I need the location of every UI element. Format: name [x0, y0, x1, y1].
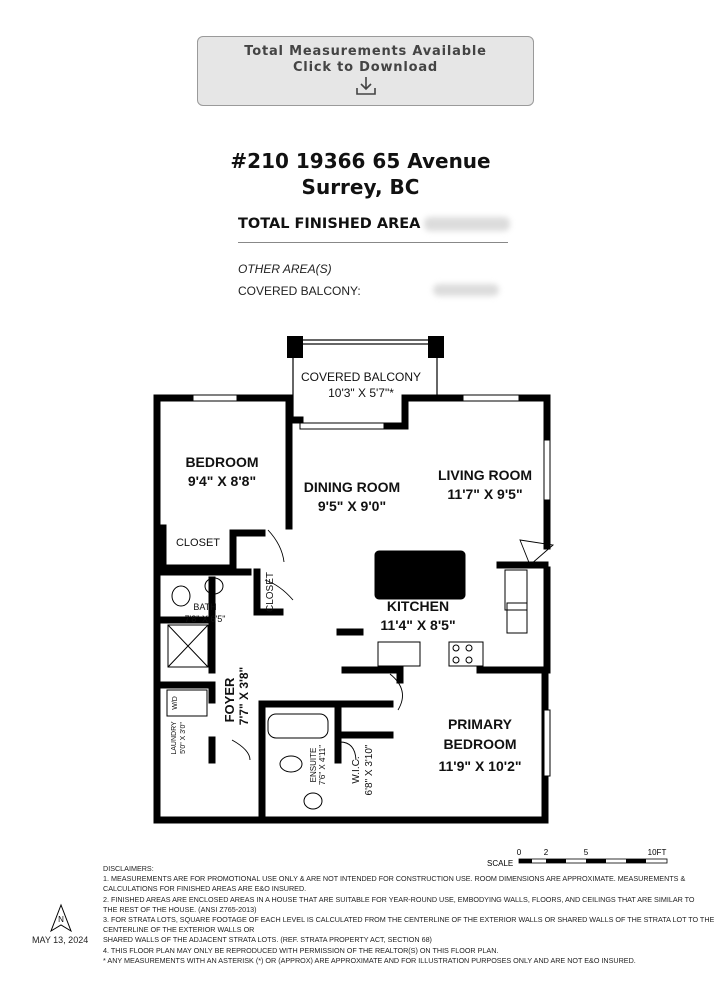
scale-tick-0: 0 — [517, 848, 522, 857]
laundry-dims: 5'0" X 3'0" — [180, 722, 187, 754]
disclaimer-line: CALCULATIONS FOR FINISHED AREAS ARE E&O … — [103, 884, 307, 894]
primary-bedroom-name-2: BEDROOM — [443, 736, 516, 752]
disclaimer-line: 3. FOR STRATA LOTS, SQUARE FOOTAGE OF EA… — [103, 915, 715, 925]
floor-plan: COVERED BALCONY 10'3" X 5'7"* BEDROOM 9'… — [153, 336, 555, 824]
covered-balcony-area-label: COVERED BALCONY: — [238, 284, 361, 298]
download-button[interactable]: Total Measurements Available Click to Do… — [197, 36, 534, 106]
wic-name: W.I.C. — [351, 756, 362, 783]
ensuite-name: ENSUITE — [309, 748, 318, 783]
closet-hall-name: CLOSET — [265, 572, 276, 612]
covered-balcony-dims: 10'3" X 5'7"* — [328, 386, 394, 400]
bedroom-dims: 9'4" X 8'8" — [188, 473, 256, 489]
disclaimer-line: THE REST OF THE HOUSE. (ANSI Z765-2013) — [103, 904, 257, 914]
scale-bar: SCALE 0 2 5 10FT — [487, 848, 668, 868]
disclaimer-line: SHARED WALLS OF THE ADJACENT STRATA LOTS… — [103, 935, 432, 945]
living-room-dims: 11'7" X 9'5" — [447, 486, 522, 502]
dining-room-dims: 9'5" X 9'0" — [318, 498, 386, 514]
primary-bedroom-dims: 11'9" X 10'2" — [439, 758, 522, 774]
windows — [192, 394, 551, 777]
download-icon — [355, 77, 376, 95]
disclaimer-block: DISCLAIMERS: 1. MEASUREMENTS ARE FOR PRO… — [103, 864, 715, 966]
scale-tick-10: 10FT — [648, 848, 667, 857]
disclaimer-line: 1. MEASUREMENTS ARE FOR PROMOTIONAL USE … — [103, 874, 686, 884]
doors — [231, 529, 555, 761]
kitchen-dims: 11'4" X 8'5" — [380, 617, 455, 633]
total-finished-area: TOTAL FINISHED AREA — [238, 216, 511, 232]
blurred-balcony-value — [433, 284, 499, 296]
plan-date: MAY 13, 2024 — [32, 935, 89, 945]
balcony-post-right — [428, 336, 444, 358]
closet-bedroom-name: CLOSET — [176, 537, 220, 549]
kitchen-name: KITCHEN — [387, 598, 449, 614]
foyer-dims: 7'7" X 3'8" — [237, 667, 251, 725]
other-areas-label: OTHER AREA(S) — [238, 262, 332, 276]
north-label: N — [58, 915, 64, 924]
disclaimer-line: 4. THIS FLOOR PLAN MAY ONLY BE REPRODUCE… — [103, 945, 499, 955]
bath-name: BATH — [193, 602, 216, 612]
north-arrow-icon: N — [50, 903, 72, 933]
total-finished-area-label: TOTAL FINISHED AREA — [238, 216, 421, 232]
dining-room-name: DINING ROOM — [304, 479, 400, 495]
covered-balcony-name: COVERED BALCONY — [301, 370, 421, 384]
fixtures — [166, 550, 528, 810]
scale-label: SCALE — [487, 859, 513, 868]
bedroom-name: BEDROOM — [185, 454, 258, 470]
download-title: Total Measurements Available — [244, 44, 487, 59]
disclaimer-line: * ANY MEASUREMENTS WITH AN ASTERISK (*) … — [103, 955, 636, 965]
address-line-1: #210 19366 65 Avenue — [230, 149, 491, 173]
laundry-appliance: W/D — [172, 696, 179, 710]
living-room-name: LIVING ROOM — [438, 467, 532, 483]
foyer-name: FOYER — [222, 677, 237, 722]
wic-dims: 6'8" X 3'10" — [364, 744, 375, 795]
scale-tick-5: 5 — [584, 848, 589, 857]
ensuite-dims: 7'6" X 4'11" — [318, 745, 327, 785]
bath-dims: 7'8" X 6'5" — [185, 614, 226, 624]
address-line-2: Surrey, BC — [301, 175, 420, 199]
scale-tick-2: 2 — [544, 848, 549, 857]
balcony-post-left — [287, 336, 303, 358]
wall-lines — [153, 394, 551, 824]
disclaimer-heading: DISCLAIMERS: — [103, 864, 154, 873]
disclaimer-line: CENTERLINE OF THE EXTERIOR WALLS OR — [103, 925, 255, 935]
primary-bedroom-name: PRIMARY — [448, 716, 513, 732]
blurred-area-value — [424, 217, 511, 231]
room-labels: COVERED BALCONY 10'3" X 5'7"* BEDROOM 9'… — [171, 370, 532, 795]
laundry-name: LAUNDRY — [171, 721, 178, 755]
download-subtitle: Click to Download — [292, 60, 439, 75]
disclaimer-line: 2. FINISHED AREAS ARE ENCLOSED AREAS IN … — [103, 894, 695, 904]
area-divider — [238, 242, 508, 243]
